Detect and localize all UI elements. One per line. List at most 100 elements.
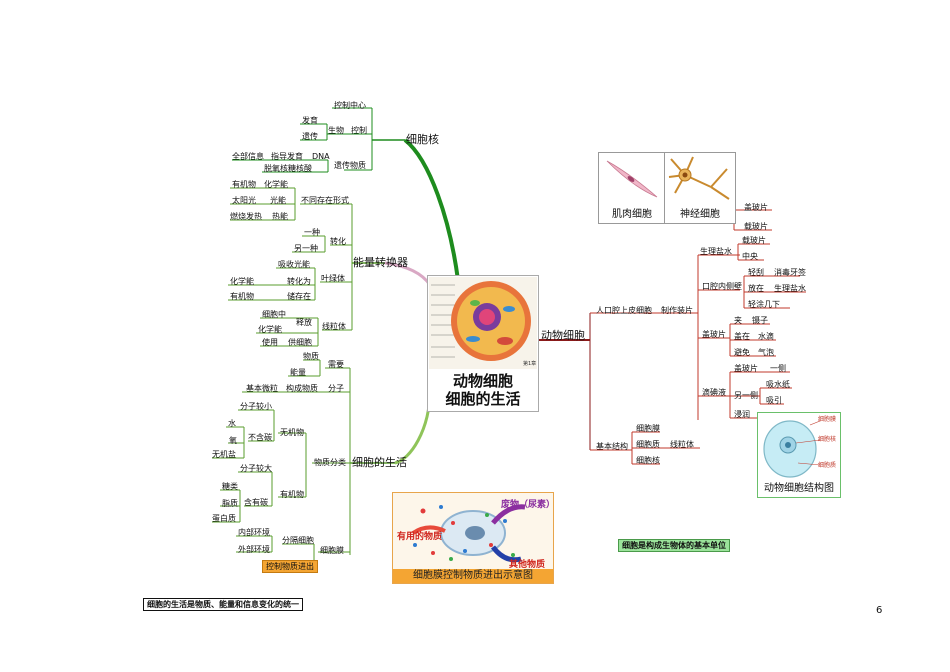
node-cover: 盖玻片 xyxy=(702,330,726,339)
node-use: 使用 xyxy=(262,338,278,347)
node-chem-energy3: 化学能 xyxy=(258,325,282,334)
node-sterile-tooth: 消毒牙签 xyxy=(774,268,806,277)
node-cover-side: 盖玻片 xyxy=(734,364,758,373)
node-another: 另一种 xyxy=(294,244,318,253)
note-basic-unit: 细胞是构成生物体的基本单位 xyxy=(618,539,730,552)
node-suck: 吸引 xyxy=(766,396,782,405)
node-basic-unit: 基本微粒 xyxy=(246,384,278,393)
node-control-center: 控制中心 xyxy=(334,101,366,110)
cell-cover-illustration: 第1章 xyxy=(429,277,537,369)
node-protein: 蛋白质 xyxy=(212,514,236,523)
nerve-cell-card: 神经细胞 xyxy=(664,152,736,224)
node-energy-word: 能量 xyxy=(290,368,306,377)
node-center-word: 中央 xyxy=(742,252,758,261)
node-burning: 燃烧发热 xyxy=(230,212,262,221)
node-store-in: 储存在 xyxy=(287,292,311,301)
animal-cell-illustration xyxy=(763,420,821,478)
node-salt: 无机盐 xyxy=(212,450,236,459)
node-mito: 线粒体 xyxy=(670,440,694,449)
node-saline: 生理盐水 xyxy=(700,247,732,256)
nerve-cell-label: 神经细胞 xyxy=(680,209,720,220)
cover-tag: 第1章 xyxy=(523,360,536,367)
node-chem-energy: 化学能 xyxy=(264,180,288,189)
node-in-cell: 细胞中 xyxy=(262,310,286,319)
life-label: 细胞的生活 xyxy=(352,456,407,469)
node-fat: 脂质 xyxy=(222,499,238,508)
node-tweezers: 镊子 xyxy=(752,316,768,325)
node-convert: 转化 xyxy=(330,237,346,246)
node-organic: 有机物 xyxy=(232,180,256,189)
muscle-cell-illustration xyxy=(606,160,658,198)
node-infiltrate: 浸润 xyxy=(734,410,750,419)
node-small-mol: 分子较小 xyxy=(240,402,272,411)
diagram-nucleus-label: 细胞核 xyxy=(818,436,837,443)
page-number: 6 xyxy=(876,605,883,616)
node-stir: 轻涂几下 xyxy=(748,300,780,309)
node-matter: 物质 xyxy=(303,352,319,361)
node-outer-env: 外部环境 xyxy=(238,545,270,554)
node-tweezers-clip: 夹 xyxy=(734,316,742,325)
node-no-carbon: 不含碳 xyxy=(248,433,272,442)
transport-waste: 废物（尿素） xyxy=(501,500,556,510)
muscle-cell-card: 肌肉细胞 xyxy=(598,152,666,224)
nerve-cell-illustration xyxy=(668,156,730,200)
node-heredity: 遗传 xyxy=(302,132,318,141)
node-control: 控制 xyxy=(351,126,367,135)
node-control-transport: 控制物质进出 xyxy=(262,560,318,573)
node-sugar: 糖类 xyxy=(222,482,238,491)
node-basic-structure: 基本结构 xyxy=(596,442,628,451)
node-composes: 构成物质 xyxy=(286,384,318,393)
transport-diagram: 有用的物质 废物（尿素） 其他物质 细胞膜控制物质进出示意图 xyxy=(392,492,556,584)
node-gently-scrape: 轻刮 xyxy=(748,268,764,277)
animal-cell-diagram-title: 动物细胞结构图 xyxy=(764,483,834,494)
node-absorb-light: 吸收光能 xyxy=(278,260,310,269)
node-bubbles: 气泡 xyxy=(758,348,774,357)
node-scrape: 口腔内侧壁 xyxy=(702,282,742,291)
node-heat-energy: 热能 xyxy=(272,212,288,221)
node-classify: 物质分类 xyxy=(314,458,346,467)
node-dna: DNA xyxy=(312,152,330,161)
node-water-drop: 水滴 xyxy=(758,332,774,341)
node-dna-full: 脱氧核糖核酸 xyxy=(264,164,312,173)
node-water: 水 xyxy=(228,419,236,428)
node-separate-cell: 分隔细胞 xyxy=(282,536,314,545)
node-stain: 滴碘液 xyxy=(702,388,726,397)
node-oxygen: 氧 xyxy=(229,436,237,445)
transport-illustration xyxy=(411,504,526,563)
node-inner-env: 内部环境 xyxy=(238,528,270,537)
center-title-line2: 细胞的生活 xyxy=(445,390,521,408)
node-cover-touch: 盖在 xyxy=(734,332,750,341)
node-mitochondria: 线粒体 xyxy=(322,322,346,331)
node-absorb-paper: 吸水纸 xyxy=(766,380,790,389)
animal-cell-diagram: 细胞膜 细胞核 细胞质 动物细胞结构图 xyxy=(757,412,841,498)
node-forms: 不同存在形式 xyxy=(301,196,349,205)
node-organism: 生物 xyxy=(328,126,344,135)
nucleus-label: 细胞核 xyxy=(406,133,439,146)
node-drop-slide: 载玻片 xyxy=(742,236,766,245)
node-organic2: 有机物 xyxy=(230,292,254,301)
node-other-side: 另一侧 xyxy=(734,391,758,400)
node-one-kind: 一种 xyxy=(304,228,320,237)
node-chem-energy2: 化学能 xyxy=(230,277,254,286)
node-cytoplasm: 细胞质 xyxy=(636,440,660,449)
node-avoid: 避免 xyxy=(734,348,750,357)
node-inorganic: 无机物 xyxy=(280,428,304,437)
node-saline2: 生理盐水 xyxy=(774,284,806,293)
node-release: 释放 xyxy=(296,318,312,327)
node-organic-cat: 有机物 xyxy=(280,490,304,499)
node-one-side: 一侧 xyxy=(770,364,786,373)
node-cell-membrane: 细胞膜 xyxy=(636,424,660,433)
node-slide: 盖玻片 xyxy=(744,203,768,212)
node-membrane: 细胞膜 xyxy=(320,546,344,555)
node-convert-to: 转化为 xyxy=(287,277,311,286)
diagram-cytoplasm-label: 细胞质 xyxy=(818,462,837,469)
center-title-line1: 动物细胞 xyxy=(452,372,513,390)
transport-title: 细胞膜控制物质进出示意图 xyxy=(393,569,553,583)
node-place-in: 放在 xyxy=(748,284,764,293)
transport-other: 其他物质 xyxy=(509,560,546,570)
node-needs: 需要 xyxy=(328,360,344,369)
node-large-mol: 分子较大 xyxy=(240,464,272,473)
node-all-info: 全部信息 xyxy=(232,152,264,161)
